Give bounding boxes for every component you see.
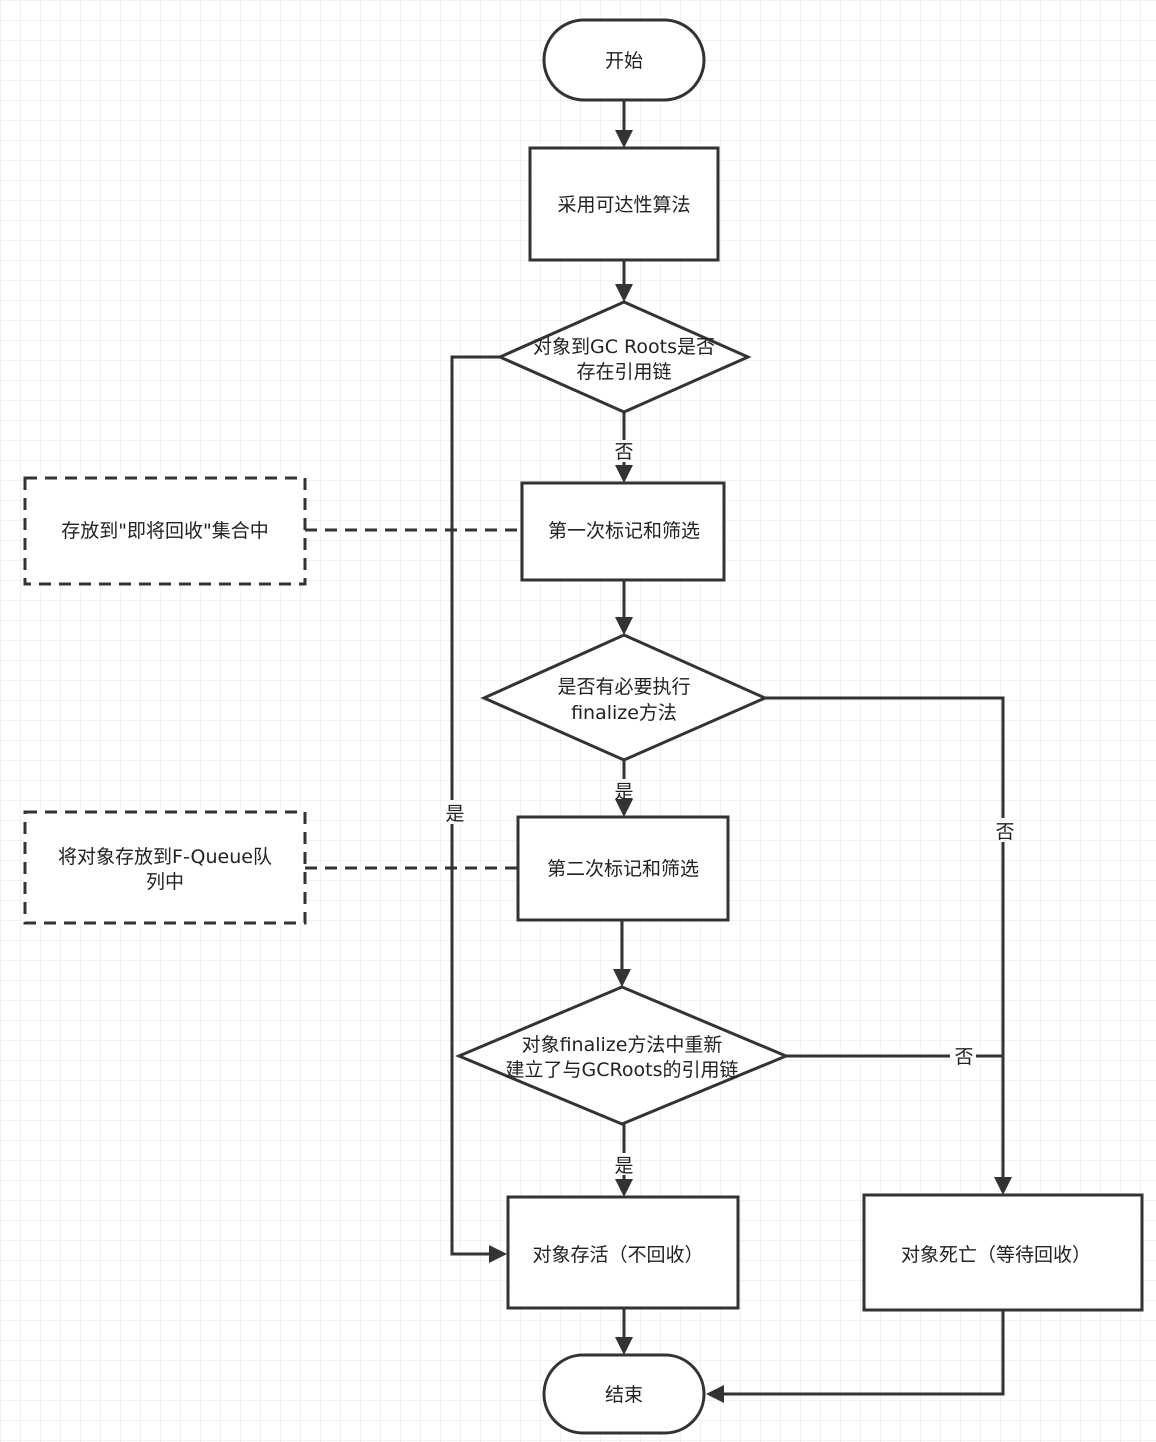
edge-label-rebuild-yes: 是	[614, 1155, 633, 1177]
end-terminal	[542, 1353, 706, 1435]
note-fqueue-label-line2: 列中	[146, 871, 184, 893]
arrowhead-rebuild	[613, 969, 631, 987]
arrowhead-roots	[615, 284, 633, 302]
start-label: 开始	[605, 50, 643, 72]
dead-label: 对象死亡（等待回收）	[901, 1244, 1091, 1266]
edge-label-roots-yes: 是	[445, 803, 464, 825]
finalize-needed-label-line2: finalize方法	[571, 702, 677, 724]
note-collect-set	[23, 476, 307, 586]
note-collect-set-label: 存放到"即将回收"集合中	[61, 520, 268, 542]
end-label: 结束	[605, 1384, 643, 1406]
edge-label-finalize-yes: 是	[614, 781, 633, 803]
edge-label-roots-no: 否	[614, 441, 633, 463]
start-terminal	[542, 18, 706, 102]
second-mark-box	[516, 815, 730, 922]
finalize-needed-decision	[480, 633, 769, 762]
arrowhead-end-right	[706, 1385, 724, 1403]
arrowhead-algo	[615, 130, 633, 148]
edge-roots-to-survive-part1	[450, 355, 500, 800]
second-mark-label: 第二次标记和筛选	[547, 858, 699, 880]
arrowhead-dead	[994, 1177, 1012, 1195]
arrowhead-first-mark	[615, 465, 633, 483]
finalize-needed-label-line1: 是否有必要执行	[557, 676, 690, 698]
dead-box	[862, 1193, 1144, 1312]
survive-label: 对象存活（不回收）	[532, 1244, 703, 1266]
edge-finalize-to-dead-part1	[765, 696, 1005, 818]
rebuild-ref-decision	[455, 985, 790, 1126]
arrowhead-end-top	[615, 1337, 633, 1355]
rebuild-ref-label-line2: 建立了与GCRoots的引用链	[506, 1059, 739, 1081]
edge-dead-to-end	[722, 1310, 1005, 1396]
edge-roots-to-survive-part2	[450, 824, 492, 1256]
reach-algo-label: 采用可达性算法	[557, 194, 690, 216]
arrowhead-second-mark	[615, 799, 633, 817]
reach-algo-box	[528, 146, 720, 262]
note-fqueue	[23, 810, 307, 925]
note-fqueue-label-line1: 将对象存放到F-Queue队	[58, 846, 272, 868]
arrowhead-survive-left	[489, 1245, 507, 1263]
gc-roots-label-line2: 存在引用链	[576, 361, 671, 383]
edge-label-finalize-no: 否	[995, 821, 1014, 843]
rebuild-ref-label-line1: 对象finalize方法中重新	[522, 1034, 723, 1056]
survive-box	[506, 1195, 740, 1310]
arrowhead-survive-top	[615, 1179, 633, 1197]
first-mark-label: 第一次标记和筛选	[548, 520, 700, 542]
edge-label-rebuild-no: 否	[954, 1046, 973, 1068]
first-mark-box	[520, 481, 726, 582]
arrowhead-finalize	[615, 617, 633, 635]
gc-roots-label-line1: 对象到GC Roots是否	[533, 336, 715, 358]
gc-roots-decision	[496, 300, 752, 414]
